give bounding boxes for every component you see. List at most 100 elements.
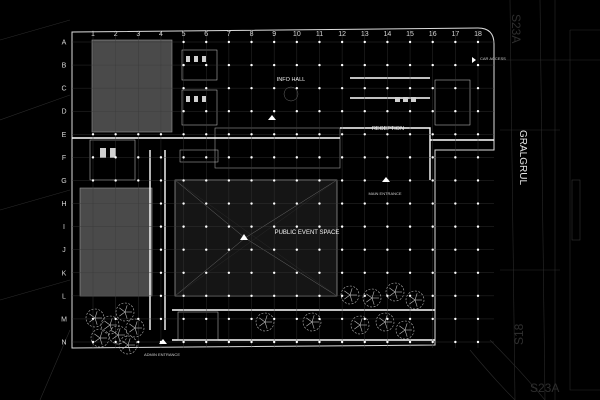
label-main-entrance: MAIN ENTRANCE <box>368 191 401 196</box>
column-16M <box>431 317 434 321</box>
column-18H <box>476 202 480 205</box>
column-8A <box>250 40 253 44</box>
column-15D <box>408 110 412 113</box>
column-6I <box>205 225 208 228</box>
column-9B <box>272 63 276 67</box>
column-6C <box>205 86 208 90</box>
grid-col-label: 8 <box>250 31 254 38</box>
grid-row-label: N <box>61 340 66 347</box>
column-7H <box>227 202 231 205</box>
column-10E <box>295 133 299 136</box>
column-13J <box>363 248 366 251</box>
column-17H <box>454 202 457 205</box>
grid-row-label: B <box>62 63 67 70</box>
walls <box>72 77 494 341</box>
column-8N <box>250 340 253 344</box>
grid-col-label: 18 <box>474 31 482 38</box>
column-18C <box>476 86 480 90</box>
column-13C <box>363 86 366 90</box>
column-4K <box>159 271 163 274</box>
grid-row-label: L <box>62 293 66 300</box>
column-12J <box>340 248 344 251</box>
column-11K <box>318 271 321 274</box>
column-11B <box>318 63 321 67</box>
column-9L <box>272 294 276 298</box>
column-8H <box>250 202 253 205</box>
column-11N <box>318 340 321 344</box>
column-7B <box>227 63 231 67</box>
column-14I <box>386 225 389 228</box>
grid-col-label: 17 <box>451 31 459 38</box>
tree-icon <box>108 325 128 345</box>
admin-entrance-arrow-icon <box>159 339 167 344</box>
column-12L <box>340 294 344 298</box>
column-12B <box>340 63 344 67</box>
column-16D <box>431 110 434 113</box>
grid-col-label: 9 <box>272 31 276 38</box>
column-14M <box>386 317 389 321</box>
column-13L <box>363 294 366 298</box>
label-admin-entrance: ADMIN ENTRANCE <box>144 352 180 357</box>
column-15N <box>408 340 412 344</box>
column-11L <box>318 294 321 298</box>
column-2N <box>114 340 117 344</box>
column-5K <box>182 271 185 274</box>
bench-strip <box>179 149 219 163</box>
room-label-info-hall: INFO HALL <box>277 77 305 83</box>
vegetation <box>85 282 425 355</box>
tree-icon <box>302 312 322 332</box>
column-8K <box>250 271 253 274</box>
column-9C <box>272 86 276 90</box>
column-17I <box>454 225 457 228</box>
grid-row-label: K <box>62 270 67 277</box>
grid-col-label: 1 <box>91 31 95 38</box>
street-label-top: S23A <box>509 14 523 43</box>
column-16K <box>431 271 434 274</box>
column-17G <box>454 179 457 182</box>
column-18F <box>476 156 480 159</box>
column-10F <box>295 156 299 159</box>
label-car-access: CAR ACCESS <box>480 56 506 61</box>
column-5C <box>182 86 185 90</box>
column-4I <box>159 225 163 228</box>
grid-row-label: D <box>61 109 66 116</box>
tree-icon <box>385 282 405 302</box>
column-12N <box>340 340 344 344</box>
column-10B <box>295 63 299 67</box>
column-3M <box>137 317 140 321</box>
grid-col-label: 3 <box>136 31 140 38</box>
column-14F <box>386 156 389 159</box>
column-5I <box>182 225 185 228</box>
column-8D <box>250 110 253 113</box>
column-18B <box>476 63 480 67</box>
column-12F <box>340 156 344 159</box>
column-10M <box>295 317 299 321</box>
tree-icon <box>375 312 395 332</box>
column-16A <box>431 40 434 44</box>
column-17L <box>454 294 457 298</box>
building-outline <box>71 27 495 349</box>
column-3G <box>137 179 140 182</box>
column-14A <box>386 40 389 44</box>
grid-row-label: M <box>61 316 67 323</box>
column-9A <box>272 40 276 44</box>
column-5H <box>182 202 185 205</box>
column-3F <box>137 156 140 159</box>
grid-col-label: 12 <box>338 31 346 38</box>
column-6M <box>205 317 208 321</box>
column-14K <box>386 271 389 274</box>
column-17C <box>454 86 457 90</box>
column-16E <box>431 133 434 136</box>
column-6N <box>205 340 208 344</box>
column-10A <box>295 40 299 44</box>
column-11F <box>318 156 321 159</box>
tree-icon <box>350 315 370 335</box>
column-14C <box>386 86 389 90</box>
column-16B <box>431 63 434 67</box>
grid-row-label: H <box>61 201 66 208</box>
column-4L <box>159 294 163 298</box>
column-11C <box>318 86 321 90</box>
column-13N <box>363 340 366 344</box>
